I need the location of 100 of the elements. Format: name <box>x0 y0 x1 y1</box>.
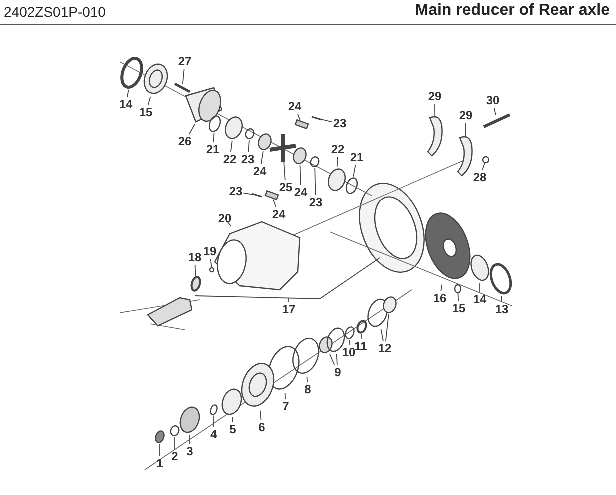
callout-number: 21 <box>350 152 364 164</box>
leader-line <box>232 416 234 423</box>
leader-line <box>458 292 460 302</box>
spider-cross <box>268 132 298 164</box>
leader-line <box>174 436 176 450</box>
callout-number: 21 <box>206 144 220 156</box>
pin <box>252 193 262 198</box>
pinion-shaft <box>147 297 193 327</box>
leader-line <box>336 354 338 366</box>
bolt <box>174 82 191 94</box>
callout-number: 23 <box>333 118 347 130</box>
callout-number: 14 <box>119 98 133 112</box>
ring <box>345 326 355 340</box>
washer <box>346 178 358 194</box>
callout-number: 14 <box>473 294 487 306</box>
leader-line <box>360 334 362 340</box>
callout-number: 9 <box>334 366 342 380</box>
nut <box>482 156 490 164</box>
pin <box>294 119 310 130</box>
leader-line <box>194 265 196 277</box>
leader-line <box>288 298 290 303</box>
callout-number: 6 <box>258 422 266 434</box>
gear <box>293 148 307 164</box>
leader-line <box>306 376 308 383</box>
callout-number: 15 <box>139 106 153 120</box>
leader-line <box>440 284 443 292</box>
callout-number: 26 <box>178 136 192 148</box>
washer <box>208 116 222 132</box>
leader-line <box>248 140 250 153</box>
leader-line <box>322 119 333 123</box>
callout-number: 24 <box>253 166 267 178</box>
washer <box>310 156 320 168</box>
callout-number: 15 <box>452 302 466 316</box>
drawing-number: 2402ZS01P-010 <box>4 4 106 20</box>
gear <box>425 212 471 280</box>
leader-line <box>298 114 301 121</box>
callout-number: 8 <box>304 384 312 396</box>
gear <box>328 168 346 192</box>
callout-number: 29 <box>428 90 442 104</box>
seal-ring <box>490 263 512 295</box>
leader-line <box>434 104 436 118</box>
leader-line <box>336 157 338 168</box>
flange <box>180 406 200 434</box>
leader-line <box>213 132 215 143</box>
leader-line <box>243 192 252 196</box>
callout-number: 16 <box>433 292 447 306</box>
leader-line <box>348 340 350 346</box>
callout-number: 23 <box>309 196 323 210</box>
washer <box>245 128 255 140</box>
bearing <box>470 254 490 282</box>
title: Main reducer of Rear axle <box>415 2 610 20</box>
leader-line <box>284 393 286 400</box>
ring-gear-carrier <box>359 183 425 274</box>
seal-ring <box>120 57 144 89</box>
callout-number: 29 <box>459 110 473 122</box>
callout-number: 30 <box>486 94 500 108</box>
callout-number: 11 <box>354 340 368 354</box>
callout-number: 27 <box>178 56 192 68</box>
leader-line <box>210 259 212 268</box>
nut <box>155 430 165 444</box>
seal-ring <box>190 276 202 292</box>
washer <box>170 426 180 436</box>
leader-line <box>182 69 185 84</box>
callout-number: 3 <box>186 446 194 458</box>
callout-number: 7 <box>282 400 290 414</box>
gear <box>258 134 272 150</box>
callout-number: 23 <box>241 154 255 166</box>
callout-number: 25 <box>279 182 293 194</box>
leader-line <box>284 162 286 181</box>
gear <box>225 116 243 140</box>
shaft-pin <box>483 114 511 128</box>
differential-case <box>185 87 223 123</box>
callout-number: 18 <box>188 252 202 264</box>
callout-number: 28 <box>473 172 487 184</box>
pin <box>312 116 322 121</box>
leader-line <box>227 222 232 227</box>
leader-line <box>273 199 277 208</box>
pin <box>264 190 280 201</box>
leader-line <box>314 168 316 196</box>
callout-number: 2 <box>172 450 178 464</box>
callout-number: 20 <box>218 212 232 226</box>
leader-line <box>260 151 264 165</box>
callout-number: 4 <box>210 428 218 442</box>
bearing-housing <box>241 363 275 407</box>
leader-line <box>380 328 384 342</box>
leader-line <box>494 108 496 116</box>
leader-line <box>300 165 302 186</box>
seal <box>222 388 242 416</box>
bearing <box>383 296 397 314</box>
callout-number: 10 <box>342 346 356 360</box>
bolt <box>454 284 462 294</box>
callout-number: 24 <box>272 208 286 222</box>
callout-number: 12 <box>378 342 392 356</box>
leader-line <box>385 314 390 342</box>
washer <box>210 404 218 416</box>
callout-number: 19 <box>203 246 217 258</box>
ring <box>356 320 368 334</box>
o-ring <box>292 338 320 374</box>
shift-fork <box>427 116 443 157</box>
leader-line <box>482 162 486 171</box>
